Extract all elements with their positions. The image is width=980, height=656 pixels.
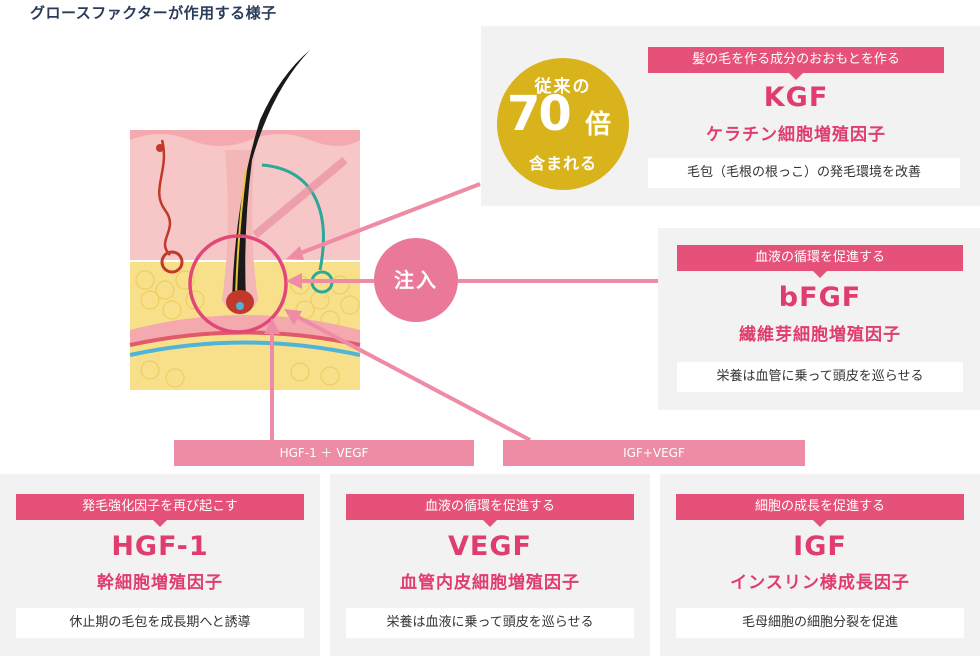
igf-name: IGF bbox=[793, 531, 847, 562]
kgf-tag: 髪の毛を作る成分のおおもとを作る bbox=[648, 47, 944, 80]
hair-shaft bbox=[232, 50, 310, 300]
badge-unit: 倍 bbox=[585, 110, 612, 140]
kgf-fullname: ケラチン細胞増殖因子 bbox=[706, 125, 886, 145]
badge-line3: 含まれる bbox=[528, 154, 597, 173]
flow-bar-igf-vegf: IGF+VEGF bbox=[503, 440, 805, 466]
bfgf-description: 栄養は血管に乗って頭皮を巡らせる bbox=[677, 362, 963, 392]
injection-arrows bbox=[264, 182, 658, 442]
inject-circle: 注入 bbox=[374, 238, 458, 322]
vegf-fullname: 血管内皮細胞増殖因子 bbox=[400, 573, 580, 593]
kgf-description: 毛包（毛根の根っこ）の発毛環境を改善 bbox=[648, 158, 960, 188]
igf-fullname: インスリン様成長因子 bbox=[730, 573, 910, 593]
fat-cells bbox=[135, 270, 360, 388]
apocrine-duct bbox=[261, 163, 325, 271]
vegf-name: VEGF bbox=[448, 531, 532, 562]
bfgf-name: bFGF bbox=[778, 282, 862, 313]
70x-badge: 従来の 70 倍 含まれる bbox=[497, 58, 629, 190]
arrector-muscle bbox=[252, 156, 348, 239]
follicle-highlight-circle bbox=[188, 234, 288, 334]
bfgf-tag: 血液の循環を促進する bbox=[677, 245, 963, 278]
igf-tag: 細胞の成長を促進する bbox=[676, 494, 964, 527]
vegf-description: 栄養は血液に乗って頭皮を巡らせる bbox=[346, 608, 634, 638]
hair-core bbox=[235, 169, 247, 297]
blood-vessel-blue bbox=[129, 340, 361, 357]
arrow-from-kgf bbox=[297, 182, 481, 256]
sweat-pore bbox=[156, 144, 164, 152]
igf-description: 毛母細胞の細胞分裂を促進 bbox=[676, 608, 964, 638]
arrow-from-igf bbox=[295, 314, 531, 442]
bfgf-fullname: 繊維芽細胞増殖因子 bbox=[739, 325, 901, 345]
dermal-papilla bbox=[236, 302, 244, 310]
hgf1-fullname: 幹細胞増殖因子 bbox=[97, 573, 223, 593]
sweat-duct bbox=[158, 139, 172, 256]
hgf1-tag: 発毛強化因子を再び起こす bbox=[16, 494, 304, 527]
kgf-name: KGF bbox=[763, 82, 829, 113]
diagram-title: グロースファクターが作用する様子 bbox=[30, 4, 277, 22]
arrowhead-igf bbox=[284, 309, 302, 325]
arrowhead-inject bbox=[286, 273, 302, 289]
badge-line1: 従来の bbox=[534, 77, 592, 97]
vegf-tag: 血液の循環を促進する bbox=[346, 494, 634, 527]
hgf1-name: HGF-1 bbox=[111, 531, 209, 562]
arrowhead-hgf1 bbox=[264, 318, 280, 334]
flow-bar-hgf1-vegf: HGF-1 ＋ VEGF bbox=[174, 440, 474, 466]
sweat-gland bbox=[160, 250, 184, 274]
epidermis-wave bbox=[130, 130, 360, 146]
hgf1-description: 休止期の毛包を成長期へと誘導 bbox=[16, 608, 304, 638]
badge-number: 70 bbox=[507, 86, 572, 142]
arrowhead-kgf bbox=[286, 246, 304, 260]
